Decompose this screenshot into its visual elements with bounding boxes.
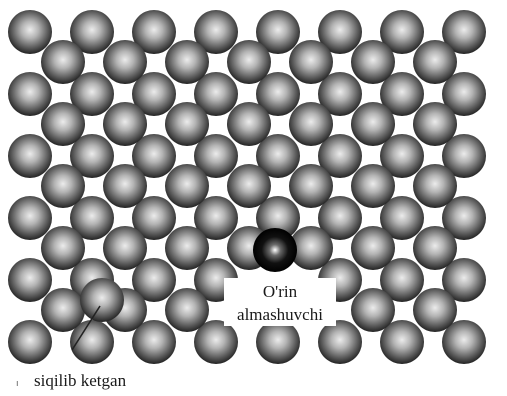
sphere-icon bbox=[413, 102, 457, 146]
sphere-icon bbox=[289, 102, 333, 146]
sphere-icon bbox=[165, 40, 209, 84]
sphere-icon bbox=[8, 258, 52, 302]
sphere-icon bbox=[351, 226, 395, 270]
sphere-icon bbox=[8, 134, 52, 178]
sphere-icon bbox=[41, 102, 85, 146]
sphere-icon bbox=[413, 164, 457, 208]
sphere-icon bbox=[256, 320, 300, 364]
sphere-icon bbox=[227, 164, 271, 208]
sphere-icon bbox=[165, 164, 209, 208]
sphere-icon bbox=[8, 320, 52, 364]
sphere-icon bbox=[8, 72, 52, 116]
sphere-icon bbox=[103, 226, 147, 270]
sphere-icon bbox=[103, 164, 147, 208]
interstitial-atom bbox=[80, 278, 124, 322]
sphere-icon bbox=[413, 288, 457, 332]
sphere-icon bbox=[351, 102, 395, 146]
sphere-icon bbox=[227, 40, 271, 84]
sphere-icon bbox=[227, 102, 271, 146]
sphere-icon bbox=[8, 10, 52, 54]
sphere-icon bbox=[41, 226, 85, 270]
substitute-label-line1: O'rin bbox=[263, 282, 298, 301]
sphere-icon bbox=[351, 288, 395, 332]
sphere-icon bbox=[165, 226, 209, 270]
sphere-icon bbox=[41, 164, 85, 208]
substitute-atom bbox=[253, 228, 297, 272]
sphere-icon bbox=[413, 40, 457, 84]
sphere-icon bbox=[289, 40, 333, 84]
sphere-icon bbox=[289, 164, 333, 208]
sphere-icon bbox=[165, 102, 209, 146]
interstitial-caption: siqilib ketgan bbox=[34, 371, 127, 390]
sphere-icon bbox=[103, 102, 147, 146]
sphere-icon bbox=[351, 40, 395, 84]
sphere-icon bbox=[41, 288, 85, 332]
substitute-label-line2: almashuvchi bbox=[237, 305, 323, 324]
sphere-icon bbox=[351, 164, 395, 208]
sphere-icon bbox=[165, 288, 209, 332]
sphere-icon bbox=[41, 40, 85, 84]
margin-mark: ı bbox=[16, 378, 19, 388]
sphere-icon bbox=[413, 226, 457, 270]
sphere-icon bbox=[8, 196, 52, 240]
sphere-icon bbox=[318, 320, 362, 364]
sphere-icon bbox=[103, 40, 147, 84]
